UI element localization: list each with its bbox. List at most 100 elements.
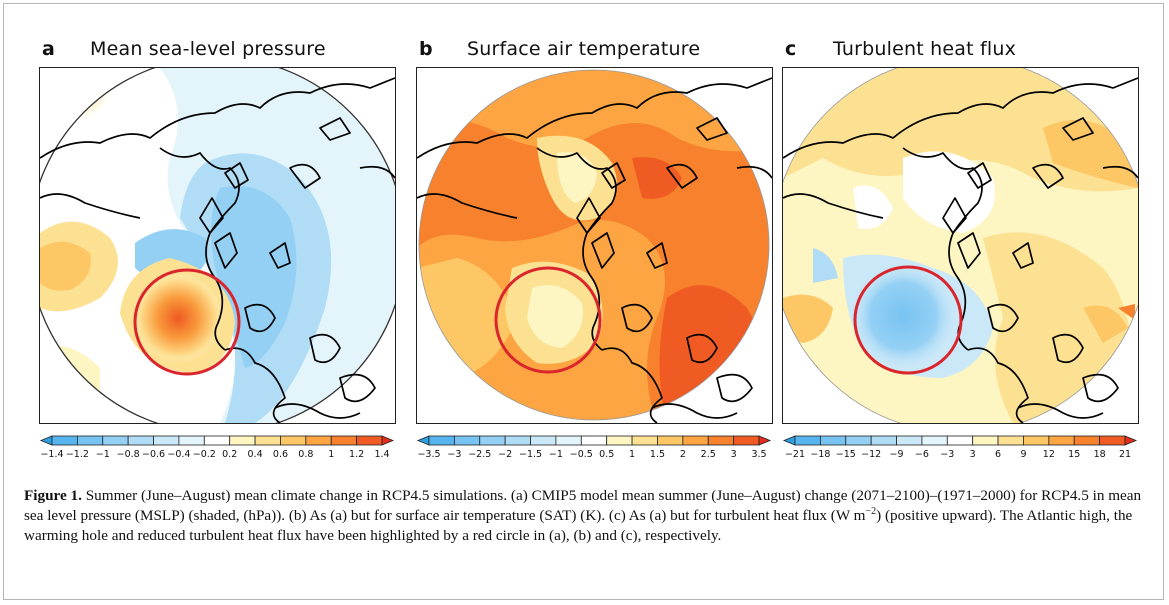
colorbar-segment xyxy=(76,435,104,446)
colorbar-segment xyxy=(580,435,608,446)
colorbar-segment xyxy=(1099,435,1126,446)
colorbar-segment xyxy=(972,435,999,446)
panel-b-map-image xyxy=(417,68,772,423)
panel-c: c Turbulent heat flux xyxy=(767,4,1142,464)
colorbar-tick-label: −0.2 xyxy=(193,449,216,460)
colorbar-segment xyxy=(845,435,872,446)
colorbar-segment xyxy=(606,435,633,446)
colorbar-tick-label: 6 xyxy=(995,449,1001,460)
colorbar-tick-label: −2.5 xyxy=(468,449,491,460)
colorbar-segment xyxy=(127,435,154,446)
colorbar-tick-label: 1 xyxy=(629,449,635,460)
colorbar-segment xyxy=(504,435,531,446)
panel-c-map xyxy=(782,67,1139,424)
colorbar-tick-label: 21 xyxy=(1119,449,1131,460)
colorbar-segment xyxy=(229,435,256,446)
colorbar-tick-label: 1 xyxy=(328,449,334,460)
colorbar-right-arrow xyxy=(758,435,772,446)
colorbar-tick-label: 0.5 xyxy=(599,449,614,460)
panel-b-highlight-circle xyxy=(494,266,602,374)
panel-a-title: Mean sea-level pressure xyxy=(90,38,326,60)
colorbar-segment xyxy=(682,435,709,446)
colorbar-segment xyxy=(203,435,231,446)
colorbar-tick-label: 18 xyxy=(1094,449,1106,460)
colorbar-tick-label: −2 xyxy=(498,449,512,460)
colorbar-tick-label: −3 xyxy=(447,449,461,460)
colorbar-segment xyxy=(356,435,383,446)
colorbar-segment xyxy=(530,435,557,446)
colorbar-tick-label: 3.5 xyxy=(751,449,766,460)
colorbar-segment xyxy=(254,435,281,446)
colorbar-segment xyxy=(921,435,948,446)
panel-c-header: c Turbulent heat flux xyxy=(767,38,1142,62)
colorbar-segment xyxy=(102,435,129,446)
colorbar-segment xyxy=(51,435,78,446)
colorbar-tick-label: 0.8 xyxy=(298,449,313,460)
colorbar-segment xyxy=(733,435,760,446)
colorbar-segment xyxy=(946,435,974,446)
caption-text-1: Summer (June–August) mean climate change… xyxy=(24,487,1142,524)
colorbar-tick-label: −0.8 xyxy=(117,449,140,460)
panel-a-letter: a xyxy=(42,38,55,60)
figure-label: Figure 1. xyxy=(24,487,82,504)
caption-text-2: ) (positive upward). The Atlantic high, … xyxy=(24,507,1133,544)
colorbar-tick-label: 1.2 xyxy=(349,449,364,460)
colorbar-tick-label: −21 xyxy=(785,449,805,460)
colorbar-tick-label: 3 xyxy=(970,449,976,460)
colorbar-segment xyxy=(453,435,481,446)
colorbar-segment xyxy=(1048,435,1075,446)
colorbar-segment xyxy=(631,435,658,446)
colorbar-tick-label: −18 xyxy=(810,449,830,460)
colorbar-segment xyxy=(819,435,847,446)
colorbar-tick-label: −1 xyxy=(549,449,563,460)
colorbar-segment xyxy=(428,435,455,446)
colorbar-tick-label: −6 xyxy=(915,449,929,460)
figure-frame: a Mean sea-level pressure xyxy=(3,3,1164,600)
colorbar-segment xyxy=(1023,435,1050,446)
colorbar-right-arrow xyxy=(381,435,395,446)
panel-a-highlight-circle xyxy=(133,268,241,376)
colorbar-tick-label: 3 xyxy=(731,449,737,460)
colorbar-tick-label: 0.6 xyxy=(273,449,288,460)
colorbar-tick-label: −0.5 xyxy=(570,449,593,460)
panel-c-map-image xyxy=(783,68,1138,423)
colorbar-tick-label: −1.2 xyxy=(66,449,89,460)
panel-a-header: a Mean sea-level pressure xyxy=(24,38,399,62)
colorbar-segment xyxy=(305,435,332,446)
colorbar-tick-label: 12 xyxy=(1043,449,1055,460)
colorbar-right-arrow xyxy=(1124,435,1138,446)
colorbar-segment xyxy=(555,435,582,446)
colorbar-left-arrow xyxy=(39,435,53,446)
colorbar-left-arrow xyxy=(416,435,430,446)
colorbar-tick-label: −3.5 xyxy=(417,449,440,460)
panel-c-highlight-circle xyxy=(853,265,963,375)
panel-a-map xyxy=(39,67,396,424)
panel-b: b Surface air temperature xyxy=(401,4,776,464)
colorbar-tick-label: −15 xyxy=(836,449,856,460)
colorbar-segment xyxy=(479,435,506,446)
colorbar-segment xyxy=(997,435,1024,446)
colorbar-segment xyxy=(794,435,821,446)
colorbar-segment xyxy=(707,435,735,446)
colorbar-segment xyxy=(153,435,180,446)
colorbar-left-arrow xyxy=(782,435,796,446)
colorbar-tick-label: 0.4 xyxy=(248,449,263,460)
colorbar-segment xyxy=(178,435,205,446)
panel-b-map xyxy=(416,67,773,424)
colorbar-tick-label: −12 xyxy=(861,449,881,460)
colorbar-tick-label: −9 xyxy=(890,449,904,460)
colorbar-tick-label: −0.6 xyxy=(142,449,165,460)
panel-a-map-image xyxy=(40,68,395,423)
panel-c-letter: c xyxy=(785,38,797,60)
figure-caption: Figure 1. Summer (June–August) mean clim… xyxy=(24,486,1149,546)
colorbar-tick-label: −0.4 xyxy=(167,449,190,460)
colorbar-tick-label: −3 xyxy=(940,449,954,460)
colorbar-segment xyxy=(896,435,923,446)
colorbar-tick-label: 2 xyxy=(680,449,686,460)
